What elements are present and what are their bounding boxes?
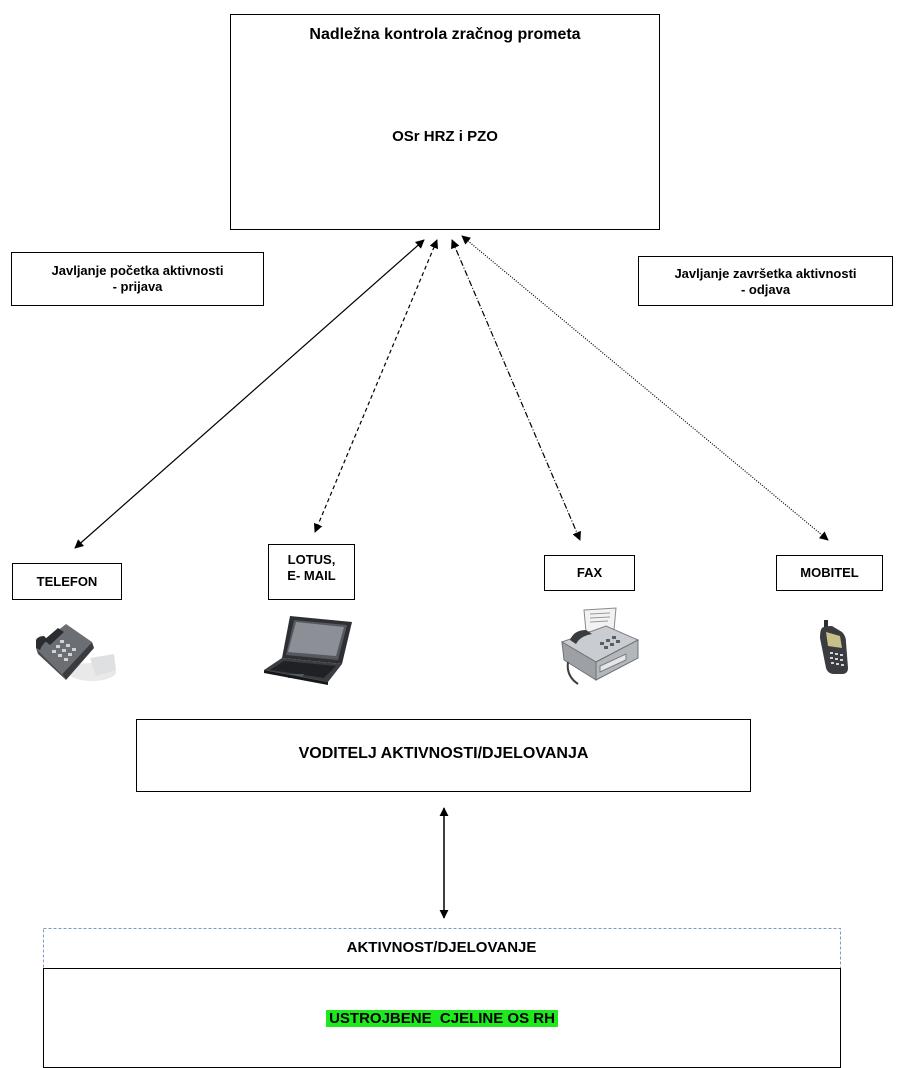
arrow-lotus-email [313,239,439,533]
laptop-icon [264,616,352,685]
right-note-line2: - odjava [740,282,791,297]
device-box-mobitel [776,555,883,591]
device-box-telefon [12,563,122,600]
top-box-subtitle: OSr HRZ i PZO [392,128,498,145]
top-box [230,14,660,230]
arrow-fax [451,239,581,541]
bottom-box-highlight-wrap: USTROJBENE CJELINE OS RH [43,1010,841,1028]
left-note-line1: Javljanje početka aktivnosti [51,263,224,278]
desk-phone-icon [36,624,116,681]
arrow-mobitel [461,235,829,541]
device-label-telefon: TELEFON [36,574,98,589]
left-note-box [11,252,264,306]
left-note-line2: - prijava [112,279,163,294]
device-label-fax: FAX [576,565,603,580]
device-box-fax [544,555,635,591]
top-box-title: Nadležna kontrola zračnog prometa [309,26,581,43]
voditelj-box [136,719,751,792]
fax-machine-icon [560,607,640,685]
right-note-line1: Javljanje završetka aktivnosti [674,266,857,281]
device-box-lotus-email [268,544,355,600]
bottom-box-highlight: USTROJBENE CJELINE OS RH [326,1010,558,1027]
device-label-lotus-line2: E- MAIL [287,568,336,583]
device-label-mobitel: MOBITEL [800,565,859,580]
right-note-box [638,256,893,306]
bottom-box-header: AKTIVNOST/DJELOVANJE [346,939,537,956]
mobile-phone-icon [820,620,848,674]
device-label-lotus-line1: LOTUS, [287,552,336,567]
voditelj-label: VODITELJ AKTIVNOSTI/DJELOVANJA [298,745,589,762]
